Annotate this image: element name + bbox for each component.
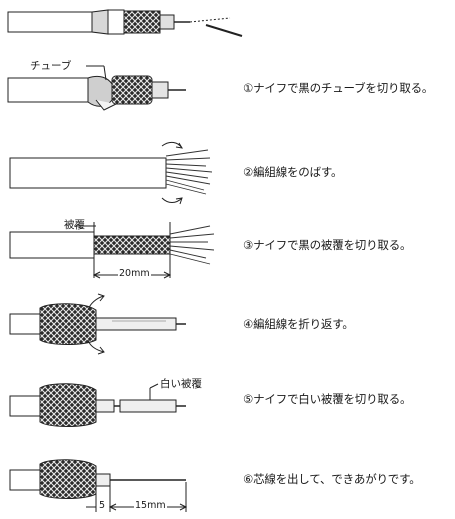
outer-jacket bbox=[9, 231, 95, 259]
arrow-back-up bbox=[87, 295, 105, 311]
outer-jacket bbox=[9, 313, 41, 335]
cable-figure-6 bbox=[9, 459, 188, 512]
dim-arrows-15 bbox=[108, 503, 188, 511]
jacket-label: 被覆 bbox=[64, 219, 85, 231]
dim-15-label: 15mm bbox=[134, 500, 167, 511]
frayed-braid bbox=[165, 149, 213, 195]
white-insulation bbox=[95, 317, 177, 331]
folded-braid bbox=[39, 459, 97, 499]
dim-5-label: 5 bbox=[98, 500, 107, 511]
white-insulation-cut bbox=[119, 399, 177, 413]
arrow-down bbox=[161, 197, 183, 203]
step-6-text: ⑥芯線を出して、できあがりです。 bbox=[243, 472, 421, 486]
inner-insulation bbox=[151, 81, 169, 99]
arrow-back-down-head bbox=[97, 346, 105, 355]
braid-section bbox=[111, 75, 153, 105]
outer-jacket bbox=[7, 11, 93, 33]
braid-section bbox=[123, 10, 161, 34]
jacket-with-braid bbox=[93, 235, 171, 255]
folded-braid bbox=[39, 383, 97, 427]
center-dashed bbox=[189, 17, 231, 23]
step-5-text: ⑤ナイフで白い被覆を切り取る。 bbox=[243, 392, 412, 406]
tube-section bbox=[91, 9, 109, 35]
arrow-up-head bbox=[175, 142, 183, 149]
inner-insulation bbox=[159, 14, 175, 30]
white-insulation-short bbox=[95, 399, 115, 413]
white-jacket-label: 白い被覆 bbox=[160, 378, 202, 390]
cable-figure-0 bbox=[7, 9, 243, 37]
dim-arrows-20 bbox=[92, 271, 172, 279]
step-1-text: ①ナイフで黒のチューブを切り取る。 bbox=[243, 81, 434, 95]
dim-20-label: 20mm bbox=[118, 268, 151, 279]
white-insulation-stub bbox=[95, 473, 111, 487]
outer-jacket bbox=[7, 77, 89, 103]
step-4-text: ④編組線を折り返す。 bbox=[243, 317, 354, 331]
arrow-back-up-head bbox=[97, 293, 105, 302]
cable-figure-4 bbox=[9, 293, 186, 355]
outer-jacket bbox=[9, 469, 41, 491]
tube-label: チューブ bbox=[30, 60, 72, 72]
white-leader-line bbox=[149, 383, 159, 389]
tube-end bbox=[107, 9, 125, 35]
arrow-back-down bbox=[87, 339, 105, 353]
cable-figure-5 bbox=[9, 383, 186, 427]
frayed-braid bbox=[169, 225, 215, 265]
outer-jacket bbox=[9, 157, 167, 189]
step-3-text: ③ナイフで黒の被覆を切り取る。 bbox=[243, 238, 412, 252]
tube-leader-tick bbox=[103, 65, 107, 81]
outer-jacket bbox=[9, 395, 41, 417]
arrow-down-head bbox=[175, 197, 183, 205]
knife-blade bbox=[205, 24, 243, 37]
cable-figure-3 bbox=[9, 222, 215, 279]
cable-figure-1 bbox=[7, 65, 186, 111]
step-2-text: ②編組線をのばす。 bbox=[243, 165, 343, 179]
tube-flap bbox=[95, 99, 117, 111]
folded-braid bbox=[39, 303, 97, 345]
cable-figure-2 bbox=[9, 141, 213, 205]
